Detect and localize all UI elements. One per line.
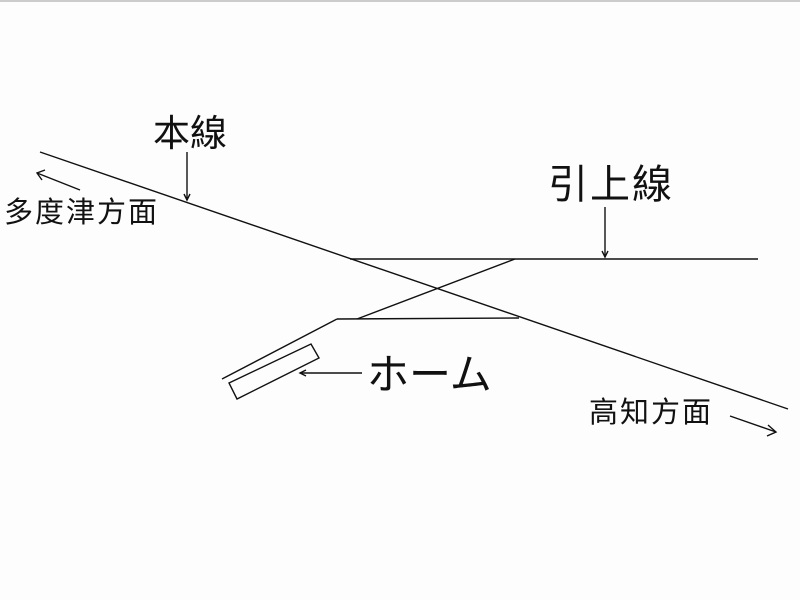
- kochi-direction-arrow: [729, 415, 777, 433]
- lower-track: [336, 317, 520, 320]
- crossover-track: [356, 258, 516, 320]
- arrowhead-icon: [183, 193, 191, 202]
- platform-label: ホーム: [367, 350, 492, 399]
- arrowhead-icon: [298, 369, 307, 377]
- tadotsu-direction-arrow: [36, 172, 81, 191]
- platform-track: [221, 318, 338, 380]
- pull-out-track-label: 引上線: [548, 162, 674, 208]
- kochi-direction-label: 高知方面: [589, 395, 714, 429]
- main-line-label: 本線: [153, 112, 227, 155]
- platform-shape: [228, 343, 320, 400]
- arrowhead-icon: [601, 250, 609, 259]
- arrowhead-left-icon: [35, 169, 46, 181]
- main-line-track: [39, 151, 789, 410]
- arrowhead-right-icon: [766, 424, 778, 437]
- tadotsu-direction-label: 多度津方面: [4, 195, 160, 229]
